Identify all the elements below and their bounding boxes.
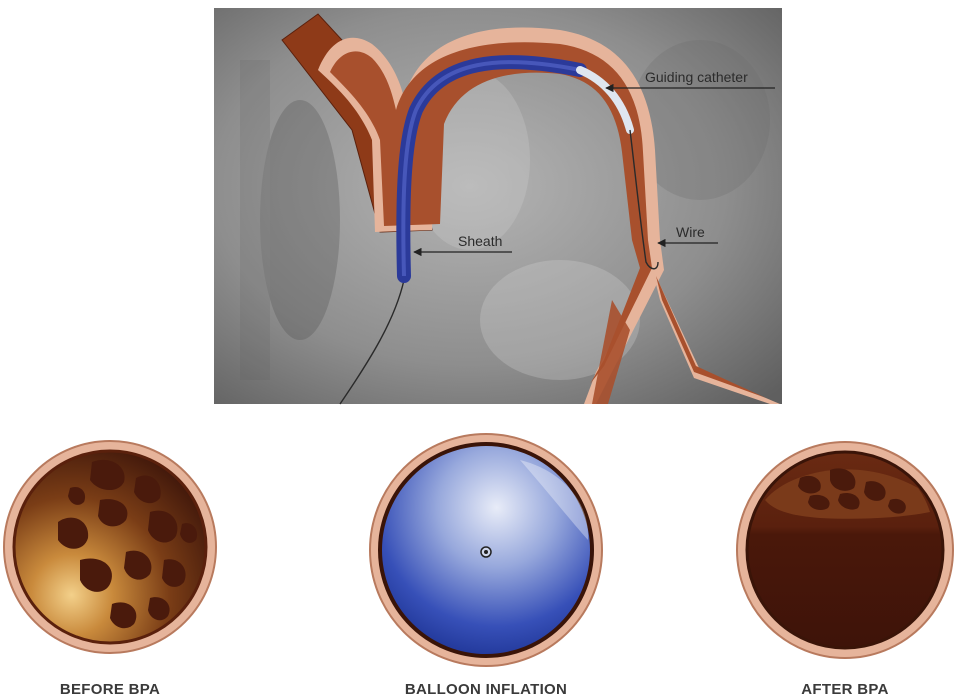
guiding-catheter-label: Guiding catheter [645, 69, 748, 85]
before-bpa-caption: BEFORE BPA [60, 681, 160, 698]
wire-label: Wire [676, 224, 705, 240]
after-bpa-caption: AFTER BPA [801, 681, 888, 698]
before-bpa-panel: BEFORE BPA [4, 441, 216, 698]
balloon-inflation-panel: BALLOON INFLATION [370, 434, 602, 698]
sheath-label: Sheath [458, 233, 502, 249]
angiography-panel: Guiding catheter Sheath Wire [214, 8, 782, 404]
balloon-inflation-caption: BALLOON INFLATION [405, 681, 567, 698]
guidewire-core [484, 550, 488, 554]
after-bpa-panel: AFTER BPA [737, 442, 953, 698]
